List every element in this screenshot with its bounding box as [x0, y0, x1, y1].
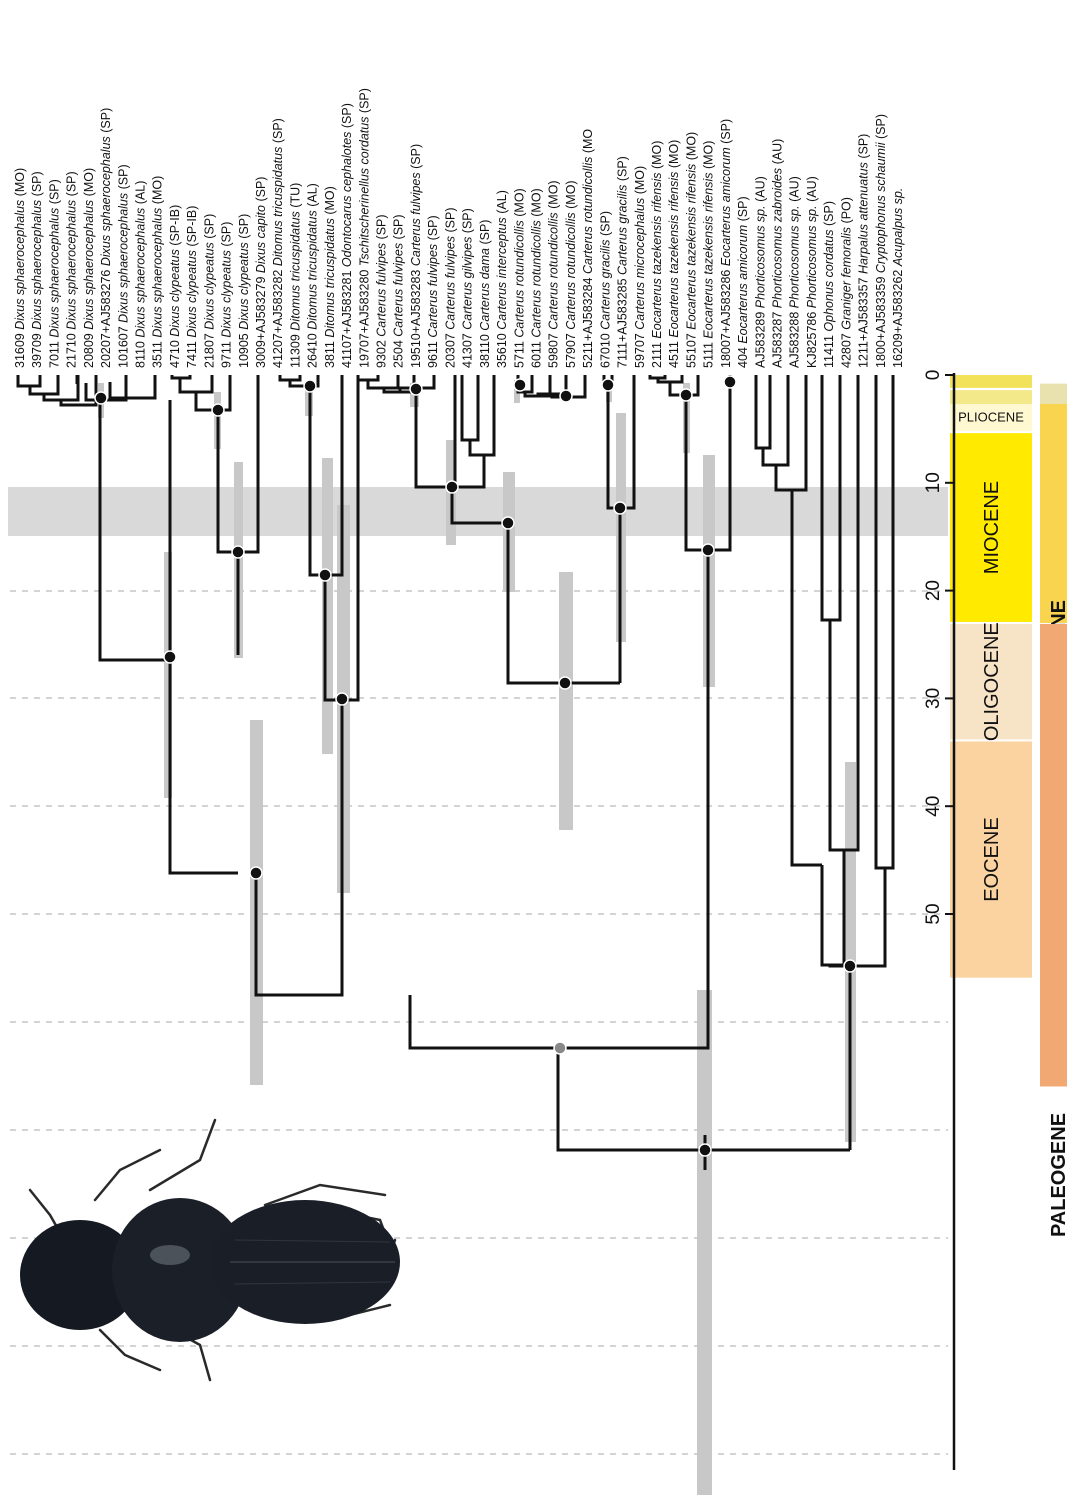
taxon-label: 9611 Carterus fulvipes (SP) [426, 215, 440, 368]
taxon-label: 41307 Carterus gilvipes (SP) [461, 208, 475, 368]
taxon-label: 20307 Carterus fulvipes (SP) [443, 207, 457, 368]
taxon-label: 2111 Eocarterus tazekensis rifensis (MO) [650, 141, 664, 368]
taxon-label: 5211+AJ583284 Carterus rotundicollis (MO [581, 129, 595, 368]
taxon-label: 59807 Carterus rotundicollis (MO) [547, 180, 561, 368]
taxon-label: 404 Eocarterus amicorum (SP) [736, 196, 750, 368]
taxon-label: 7111+AJ583285 Carterus gracilis (SP) [616, 156, 630, 368]
taxon-label: 8110 Dixus sphaerocephalus (AL) [134, 181, 148, 368]
taxon-label: AJ583287 Phorticosomus zabroides (AU) [770, 139, 784, 368]
beetle-illustration [20, 1120, 400, 1380]
taxon-label: 3811 Ditomus tricuspidatus (MO) [323, 186, 337, 368]
taxon-label: 3009+AJ583279 Dixus capito (SP) [254, 177, 268, 368]
epoch-label: PLIOCENE [958, 410, 1024, 425]
taxon-label: 9302 Carterus fulvipes (SP) [375, 214, 389, 368]
taxon-label: 5111 Eocarterus tazekensis rifensis (MO) [702, 141, 716, 368]
taxon-label: 11411 Ophonus cordatus (SP) [822, 201, 836, 368]
period-box [1040, 624, 1067, 1087]
epoch-label: MIOCENE [981, 481, 1003, 574]
axis-tick-label: 40 [923, 796, 944, 817]
taxon-label: 5711 Carterus rotundicollis (MO) [512, 188, 526, 368]
highlight-band [8, 487, 948, 536]
taxon-label: 41107+AJ583281 Odontocarus cephalotes (S… [340, 103, 354, 368]
epoch-label: EOCENE [981, 817, 1003, 901]
epoch-timescale: PLIOCENEMIOCENEOLIGOCENEEOCENENEOGENEPAL… [950, 375, 1067, 1237]
axis-tick-label: 0 [923, 370, 944, 381]
taxon-label: 16209+AJ583262 Acupalpus sp. [891, 188, 905, 368]
taxon-label: 31609 Dixus sphaerocephalus (MO) [13, 168, 27, 368]
taxon-label: 7011 Dixus sphaerocephalus (SP) [47, 179, 61, 368]
taxon-label: 7411 Dixus clypeatus (SP-IB) [185, 206, 199, 368]
taxon-label: 9711 Dixus clypeatus (SP) [220, 222, 234, 368]
taxon-label: 19707+AJ583280 Tschitscherinellus cordat… [357, 88, 371, 368]
taxon-label: 4710 Dixus clypeatus (SP-IB) [168, 205, 182, 368]
taxon-label: 20809 Dixus sphaerocephalus (MO) [82, 168, 96, 368]
taxon-label: 38110 Carterus dama (SP) [478, 220, 492, 368]
axis-tick-label: 10 [923, 472, 944, 493]
taxon-label: 3511 Dixus sphaerocephalus (MO) [151, 176, 165, 368]
taxon-label: 1800+AJ583359 Cryptophonus schaumii (SP) [874, 114, 888, 368]
taxon-label: 39709 Dixus sphaerocephalus (SP) [30, 171, 44, 368]
taxon-label: 11309 Ditomus tricuspidatus (TU) [288, 183, 302, 368]
taxon-label: 20207+AJ583276 Dixus sphaerocephalus (SP… [99, 108, 113, 368]
taxon-label: 1211+AJ583357 Harpalus attenuatus (SP) [857, 134, 871, 368]
axis-tick-label: 20 [923, 580, 944, 601]
quaternary-box [950, 375, 1032, 388]
taxon-label: 4511 Eocarterus tazekensis rifensis (MO) [667, 140, 681, 368]
taxon-label: 41207+AJ583282 Ditomus tricuspidatus (SP… [271, 118, 285, 368]
taxon-label: 2504 Carterus fulvipes (SP) [392, 214, 406, 368]
taxon-label: KJ825786 Phorticosomus sp. (AU) [805, 176, 819, 368]
taxon-label: 55107 Eocarterus tazekensis rifensis (MO… [684, 132, 698, 368]
taxon-label: 21807 Dixus clypeatus (SP) [202, 214, 216, 368]
taxon-label: 42807 Graniger femoralis (PO) [839, 197, 853, 368]
epoch-label: OLIGOCENE [981, 622, 1003, 741]
taxon-label: 57907 Carterus rotundicollis (MO) [564, 180, 578, 368]
taxon-label: 21710 Dixus sphaerocephalus (SP) [65, 171, 79, 368]
axis-tick-label: 50 [923, 903, 944, 924]
period-label: PALEOGENE [1048, 1113, 1067, 1237]
taxon-label: 26410 Ditomus tricuspidatus (AL) [306, 183, 320, 368]
taxon-label: 19510+AJ583283 Carterus fulvipes (SP) [409, 144, 423, 368]
taxon-label: 6011 Carterus rotundicollis (MO) [529, 188, 543, 368]
period-box [1040, 404, 1067, 623]
time-axis-ticks: 0 10 20 30 40 50 [923, 370, 954, 925]
taxon-label: 10905 Dixus clypeatus (SP) [237, 214, 251, 368]
taxon-label: 101607 Dixus sphaerocephalus (SP) [116, 164, 130, 368]
taxon-label: AJ583289 Phorticosomus sp. (AU) [753, 176, 767, 368]
taxon-labels: 31609 Dixus sphaerocephalus (MO)39709 Di… [13, 88, 905, 368]
taxon-label: AJ583288 Phorticosomus sp. (AU) [788, 176, 802, 368]
taxon-label: 59707 Carterus microcephalus (MO) [633, 166, 647, 368]
taxon-label: 18007+AJ583286 Eocarterus amicorum (SP) [719, 119, 733, 368]
taxon-label: 67010 Carterus gracilis (SP) [598, 211, 612, 368]
axis-tick-label: 30 [923, 688, 944, 709]
taxon-label: 35610 Carterus interceptus (AL) [495, 190, 509, 368]
